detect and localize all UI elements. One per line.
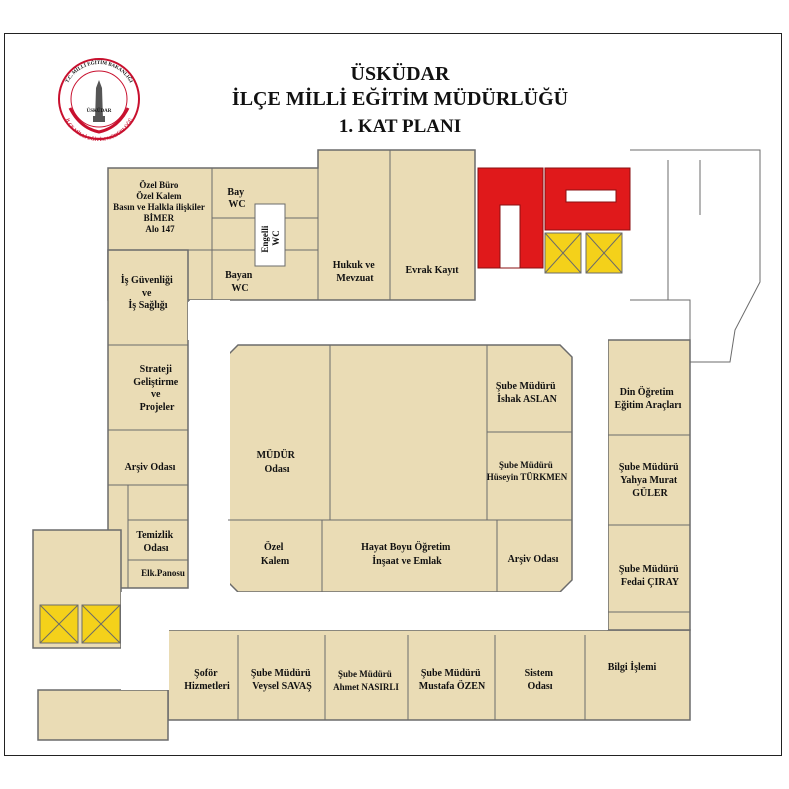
room-mustafa: Şube Müdürü Mustafa ÖZEN xyxy=(419,668,486,692)
room-fedai: Şube Müdürü Fedai ÇIRAY xyxy=(619,564,681,588)
annex-outline xyxy=(630,149,761,363)
ministry-logo: ÜSKÜDAR T.C. MİLLİ EĞİTİM BAKANLIĞI İLÇE… xyxy=(58,58,140,143)
title-line-3: 1. KAT PLANI xyxy=(338,116,462,137)
room-ahmet: Şube Müdürü Ahmet NASIRLI xyxy=(333,669,399,692)
room-hukuk: Hukuk ve Mevzuat xyxy=(333,260,377,284)
room-sofor: Şoför Hizmetleri xyxy=(184,668,230,692)
room-hayat-boyu: Hayat Boyu Öğretim İnşaat ve Emlak xyxy=(361,540,453,567)
room-mudur: MÜDÜR Odası xyxy=(257,448,298,475)
room-is-guvenligi: İş Güvenliği ve İş Sağlığı xyxy=(121,274,175,311)
right-wing-walls xyxy=(608,434,690,613)
corridors xyxy=(121,300,608,690)
center-walls xyxy=(228,345,572,592)
room-labels: Özel Büro Özel Kalem Basın ve Halkla ili… xyxy=(113,180,682,692)
room-bayan-wc: Bayan WC xyxy=(225,270,255,294)
logo-middle-text: ÜSKÜDAR xyxy=(87,108,112,114)
room-bilgi: Bilgi İşlemi xyxy=(608,661,657,673)
room-temizlik: Temizlik Odası xyxy=(136,530,175,554)
room-bay-wc: Bay WC xyxy=(227,187,246,210)
room-ozel-buro: Özel Büro Özel Kalem Basın ve Halkla ili… xyxy=(113,180,207,234)
map-frame xyxy=(4,33,782,756)
elevators-top xyxy=(544,232,623,274)
title-line-2: İLÇE MİLLİ EĞİTİM MÜDÜRLÜĞÜ xyxy=(231,88,569,110)
room-arsiv-left: Arşiv Odası xyxy=(125,462,176,473)
elevators-bottom xyxy=(39,604,121,644)
room-veysel: Şube Müdürü Veysel SAVAŞ xyxy=(251,668,313,692)
room-din: Din Öğretim Eğitim Araçları xyxy=(615,385,682,411)
room-engelli-wc: Engelli WC xyxy=(260,223,281,252)
room-huseyin: Şube Müdürü Hüseyin TÜRKMEN xyxy=(487,460,568,482)
room-arsiv-center: Arşiv Odası xyxy=(508,554,559,565)
stairs-top xyxy=(477,167,631,269)
top-wing-walls xyxy=(108,150,391,588)
room-sistem: Sistem Odası xyxy=(525,668,556,692)
room-evrak: Evrak Kayıt xyxy=(405,265,459,276)
room-elk-panosu: Elk.Panosu xyxy=(141,568,185,578)
room-strateji: Strateji Geliştirme ve Projeler xyxy=(133,364,180,413)
title-line-1: ÜSKÜDAR xyxy=(350,63,450,85)
building-outline xyxy=(32,149,691,741)
room-ozel-kalem: Özel Kalem xyxy=(261,540,290,567)
room-yahya: Şube Müdürü Yahya Murat GÜLER xyxy=(619,462,681,499)
room-ishak: Şube Müdürü İshak ASLAN xyxy=(496,381,558,405)
bottom-wing-walls xyxy=(237,635,586,720)
